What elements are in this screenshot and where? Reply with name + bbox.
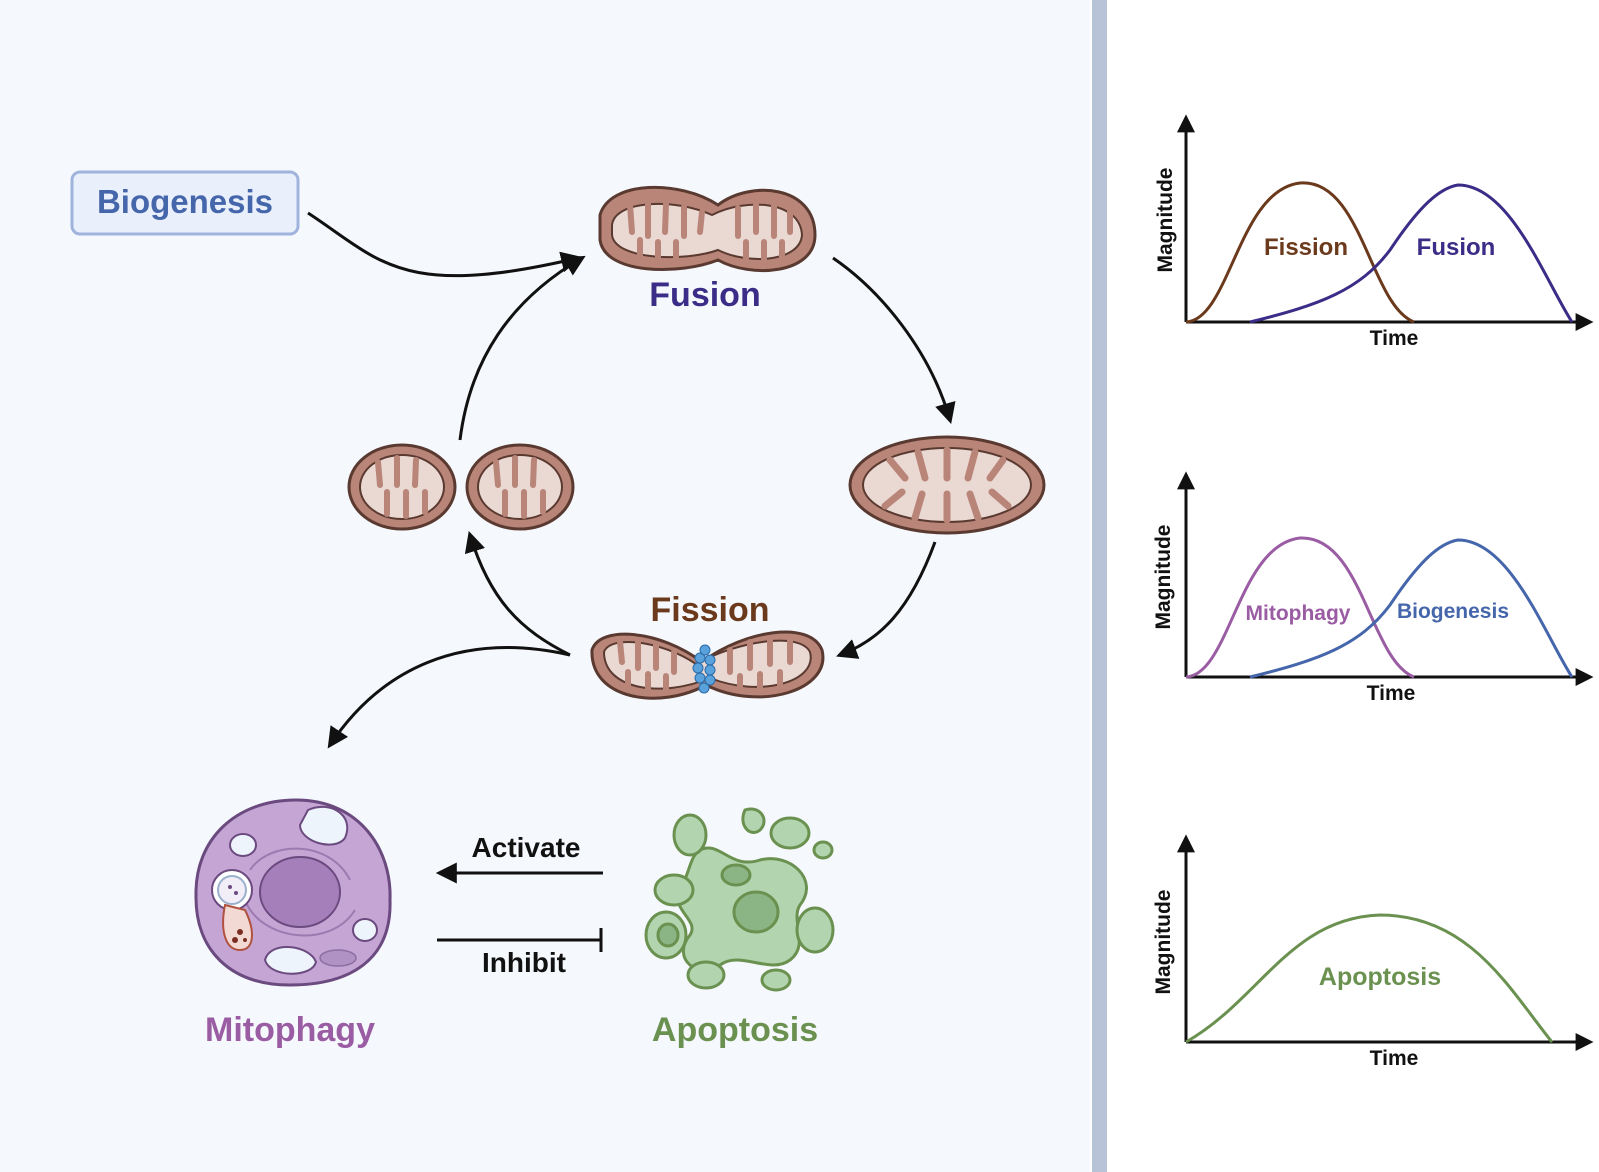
x-axis-label: Time xyxy=(1370,327,1419,350)
drp1-ring xyxy=(692,644,716,694)
dividing-mitochondrion xyxy=(590,630,825,700)
right-panel xyxy=(1090,0,1599,1172)
arrow-fusion-to-fused xyxy=(832,256,956,425)
fragment-left xyxy=(347,443,457,531)
nucleus xyxy=(259,856,341,928)
inhibit-relation: Inhibit xyxy=(437,928,603,978)
fragment-right xyxy=(465,443,575,531)
x-axis-label: Time xyxy=(1370,1047,1419,1070)
fission-curve-label: Fission xyxy=(1264,234,1348,261)
biogenesis-curve-label: Biogenesis xyxy=(1397,600,1509,623)
x-axis-label: Time xyxy=(1367,682,1416,705)
inhibit-label: Inhibit xyxy=(482,947,566,978)
arrow-fission-to-fragments xyxy=(464,530,571,657)
fusion-curve-label: Fusion xyxy=(1417,234,1496,261)
y-axis-label: Magnitude xyxy=(1152,525,1175,630)
fusion-curve xyxy=(1249,183,1574,324)
fragment-mitochondria xyxy=(347,443,575,531)
fission-label: Fission xyxy=(650,591,769,629)
fusion-label: Fusion xyxy=(649,276,760,314)
y-axis-label: Magnitude xyxy=(1152,890,1175,995)
graph-apoptosis: Magnitude Time Apoptosis xyxy=(1152,834,1594,1070)
biogenesis-box: Biogenesis xyxy=(70,170,300,236)
cycle-arrows xyxy=(307,211,956,749)
fusing-mitochondrion xyxy=(598,185,817,272)
fused-mitochondrion xyxy=(848,435,1046,535)
y-axis-label: Magnitude xyxy=(1154,168,1177,273)
arrow-biogenesis-to-fusion xyxy=(307,211,583,278)
arrow-fission-to-mitophagy xyxy=(327,646,571,749)
mitophagy-cell xyxy=(194,798,392,987)
panel-divider xyxy=(1092,0,1107,1172)
apoptotic-cell xyxy=(644,807,835,992)
mitophagy-label: Mitophagy xyxy=(205,1011,375,1049)
arrow-fragments-to-fusion xyxy=(458,255,586,441)
biogenesis-label: Biogenesis xyxy=(97,183,273,220)
activate-relation: Activate xyxy=(435,832,603,884)
apoptosis-curve-label: Apoptosis xyxy=(1319,963,1441,991)
fission-curve xyxy=(1185,181,1415,324)
biogenesis-curve xyxy=(1249,538,1574,679)
activate-label: Activate xyxy=(472,832,581,863)
graph-mitophagy-biogenesis: Magnitude Time Mitophagy Biogenesis xyxy=(1152,471,1594,705)
mitophagy-curve-label: Mitophagy xyxy=(1246,602,1351,625)
mitophagy-curve xyxy=(1185,536,1415,679)
graph-fission-fusion: Magnitude Time Fission Fusion xyxy=(1154,114,1594,350)
autophagosome xyxy=(211,869,253,952)
arrow-fused-to-fission xyxy=(836,541,937,659)
apoptosis-label: Apoptosis xyxy=(652,1011,818,1049)
apoptosis-curve xyxy=(1185,913,1554,1044)
